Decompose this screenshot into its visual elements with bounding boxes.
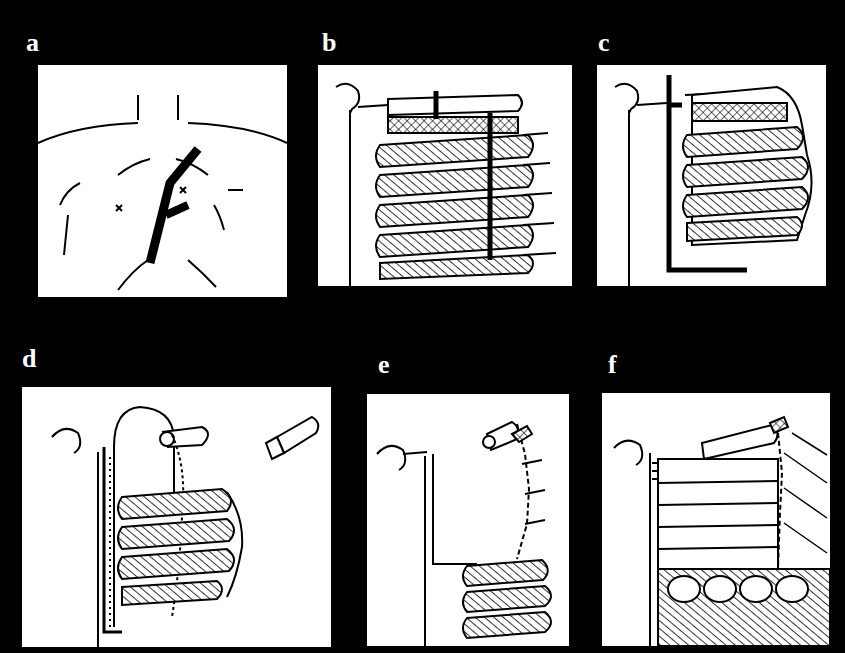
rib-band: [683, 187, 808, 217]
rib-band: [687, 217, 802, 241]
incision-line: [150, 149, 198, 263]
incision-line: [166, 205, 188, 215]
resection-edge: [517, 424, 529, 559]
rib-band: [376, 195, 533, 227]
costal-margin: [188, 260, 216, 287]
flap-edge: [227, 492, 242, 597]
muscle-strip: [388, 117, 518, 133]
rib-line: [658, 481, 778, 549]
panel-letter: d: [22, 346, 36, 372]
arm-line: [228, 189, 243, 191]
rib-band: [376, 135, 533, 167]
axilla-line: [60, 183, 80, 205]
rib-band: [683, 127, 803, 157]
rib-band: [683, 157, 808, 187]
muscle-flap: [658, 569, 830, 646]
axilla-line: [214, 205, 224, 230]
panel-letter: f: [608, 352, 617, 378]
panel-letter: c: [598, 30, 610, 56]
rib-band: [118, 549, 234, 579]
rib-band: [376, 165, 533, 197]
clavicle-head: [614, 441, 642, 465]
rib-band: [122, 581, 222, 605]
clavicle-head: [377, 446, 405, 470]
rib-band: [376, 225, 533, 257]
rib-band: [380, 255, 533, 279]
clavicle: [702, 425, 778, 459]
rib-section: [740, 576, 772, 602]
panel-background: [318, 65, 572, 286]
sternum-line: [628, 110, 630, 286]
rib-stump-end: [483, 436, 495, 448]
rib-section: [668, 576, 700, 602]
rib-section: [704, 576, 736, 602]
shoulder-line: [38, 123, 138, 143]
panel-b: [318, 65, 572, 286]
muscle-stump: [770, 417, 788, 433]
rib-end: [523, 133, 556, 255]
clavicle-end: [160, 432, 174, 446]
costal-margin: [118, 260, 148, 290]
sternum-line: [349, 110, 351, 286]
clavicle-line: [358, 105, 388, 107]
panel-e: [367, 394, 569, 646]
sternum-line: [424, 456, 426, 646]
clavicle-head: [615, 84, 638, 113]
cut-line: [433, 454, 477, 564]
panel-c: [597, 65, 826, 286]
panel-letter: b: [322, 30, 336, 56]
rib-band: [463, 560, 548, 586]
clavicle-line: [118, 159, 150, 175]
panel-d: [22, 387, 331, 647]
rib-band: [463, 612, 551, 638]
hatching: [784, 433, 827, 553]
neck-line: [137, 95, 139, 120]
resected-rib-end: [266, 437, 284, 459]
clavicle-head: [52, 429, 80, 453]
panel-background: [38, 65, 287, 297]
nipple-mark: [180, 187, 186, 193]
cut-line: [488, 113, 493, 260]
arm-line: [64, 215, 68, 255]
clavicle: [388, 95, 522, 115]
cut-line: [669, 103, 682, 108]
panel-letter: a: [26, 30, 39, 56]
clavicle-head: [336, 84, 359, 113]
muscle-stump: [512, 426, 532, 442]
resected-rib: [277, 417, 318, 453]
prosthetic-patch: [658, 459, 778, 569]
rib-band: [463, 586, 551, 612]
panel-a: [38, 65, 287, 297]
rib-end: [522, 460, 545, 524]
rib-band: [118, 489, 231, 519]
panel-letter: e: [378, 352, 390, 378]
suture-line: [778, 433, 782, 568]
muscle-strip: [692, 103, 787, 121]
cut-line: [434, 91, 439, 119]
rib-section: [776, 576, 808, 602]
rib-band: [118, 519, 234, 549]
panel-background: [597, 65, 826, 286]
panel-background: [602, 393, 830, 646]
neck-line: [177, 95, 179, 120]
nipple-mark: [116, 205, 122, 211]
panel-f: [602, 393, 830, 646]
shoulder-line: [188, 123, 287, 143]
sternum-line: [649, 453, 651, 646]
panel-background: [22, 387, 331, 647]
clavicle-line: [403, 452, 427, 454]
suture-line: [109, 457, 111, 627]
panel-background: [367, 394, 569, 646]
sternum-line: [97, 452, 99, 647]
